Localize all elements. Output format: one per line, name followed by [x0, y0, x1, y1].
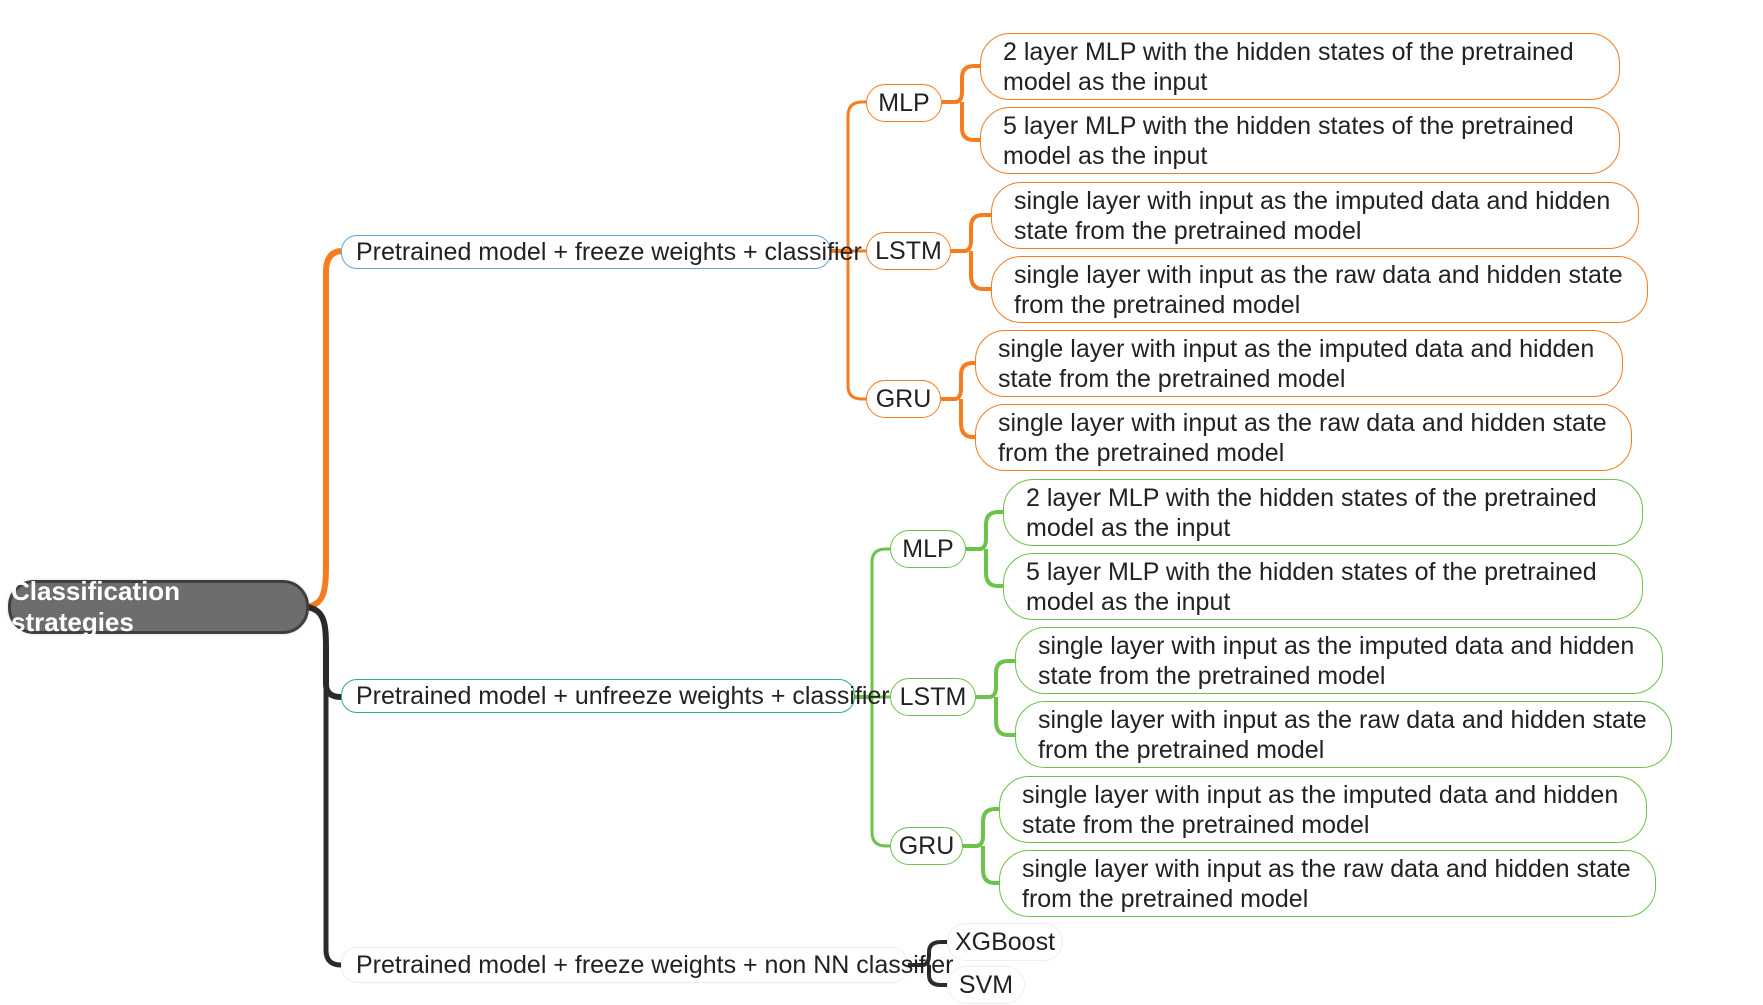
leaf-item[interactable]: single layer with input as the imputed d… — [975, 330, 1623, 397]
sub-label: GRU — [898, 831, 955, 860]
leaf-text: single layer with input as the imputed d… — [998, 334, 1595, 393]
branch-freeze-classifier[interactable]: Pretrained model + freeze weights + clas… — [341, 235, 862, 269]
brace-lstm-1 — [951, 213, 991, 291]
leaf-text: 2 layer MLP with the hidden states of th… — [1026, 483, 1597, 542]
branch-label: Pretrained model + unfreeze weights + cl… — [356, 681, 890, 710]
sub-mlp-freeze[interactable]: MLP — [866, 84, 942, 122]
branch-non-nn-classifier[interactable]: Pretrained model + freeze weights + non … — [341, 947, 954, 983]
connector-root-to-branch-1 — [306, 248, 342, 610]
leaf-text: single layer with input as the raw data … — [1014, 260, 1623, 319]
sub-label: LSTM — [899, 682, 967, 711]
leaf-text: single layer with input as the raw data … — [998, 408, 1607, 467]
leaf-item[interactable]: single layer with input as the raw data … — [991, 256, 1648, 323]
branch-label: Pretrained model + freeze weights + non … — [356, 950, 954, 979]
sub-label: MLP — [902, 534, 954, 563]
root-label: Classification strategies — [11, 576, 181, 637]
leaf-item[interactable]: 2 layer MLP with the hidden states of th… — [980, 33, 1620, 100]
sub-label: LSTM — [875, 236, 942, 265]
leaf-text: single layer with input as the imputed d… — [1022, 780, 1619, 839]
connector-branch-1-to-mlp — [846, 100, 866, 251]
sub-label: GRU — [875, 384, 932, 413]
root-node[interactable]: Classification strategies — [8, 576, 309, 637]
leaf-item[interactable]: single layer with input as the imputed d… — [991, 182, 1639, 249]
brace-gru-2 — [963, 807, 999, 885]
leaf-xgboost[interactable]: XGBoost — [947, 923, 1063, 961]
connector-root-to-branch-3 — [323, 684, 342, 968]
branch-label: Pretrained model + freeze weights + clas… — [356, 237, 862, 266]
leaf-text: 5 layer MLP with the hidden states of th… — [1026, 557, 1597, 616]
leaf-text: XGBoost — [954, 927, 1056, 956]
connector-branch-2-to-gru — [870, 697, 890, 848]
brace-mlp-2 — [966, 510, 1003, 588]
leaf-item[interactable]: single layer with input as the raw data … — [1015, 701, 1672, 768]
leaf-text: single layer with input as the raw data … — [1038, 705, 1647, 764]
leaf-item[interactable]: single layer with input as the imputed d… — [1015, 627, 1663, 694]
connector-root-to-branch-2 — [306, 604, 342, 700]
brace-gru-1 — [941, 361, 975, 439]
brace-mlp-1 — [942, 64, 980, 142]
leaf-text: SVM — [958, 970, 1014, 999]
sub-label: MLP — [878, 88, 930, 117]
brace-non-nn — [908, 940, 947, 987]
sub-lstm-unfreeze[interactable]: LSTM — [890, 678, 976, 716]
sub-mlp-unfreeze[interactable]: MLP — [890, 530, 966, 568]
sub-gru-unfreeze[interactable]: GRU — [890, 827, 963, 865]
leaf-text: single layer with input as the raw data … — [1022, 854, 1631, 913]
leaf-item[interactable]: single layer with input as the raw data … — [999, 850, 1656, 917]
leaf-item[interactable]: 2 layer MLP with the hidden states of th… — [1003, 479, 1643, 546]
branch-unfreeze-classifier[interactable]: Pretrained model + unfreeze weights + cl… — [341, 679, 890, 713]
sub-gru-freeze[interactable]: GRU — [866, 380, 941, 418]
leaf-svm[interactable]: SVM — [947, 966, 1025, 1004]
leaf-text: single layer with input as the imputed d… — [1014, 186, 1611, 245]
connector-branch-1-to-gru — [846, 251, 866, 401]
leaf-text: single layer with input as the imputed d… — [1038, 631, 1635, 690]
leaf-item[interactable]: 5 layer MLP with the hidden states of th… — [1003, 553, 1643, 620]
leaf-item[interactable]: single layer with input as the raw data … — [975, 404, 1632, 471]
brace-lstm-2 — [976, 659, 1015, 737]
leaf-item[interactable]: 5 layer MLP with the hidden states of th… — [980, 107, 1620, 174]
leaf-item[interactable]: single layer with input as the imputed d… — [999, 776, 1647, 843]
leaf-text: 5 layer MLP with the hidden states of th… — [1003, 111, 1574, 170]
connector-branch-2-to-mlp — [870, 547, 890, 697]
sub-lstm-freeze[interactable]: LSTM — [866, 232, 951, 270]
leaf-text: 2 layer MLP with the hidden states of th… — [1003, 37, 1574, 96]
